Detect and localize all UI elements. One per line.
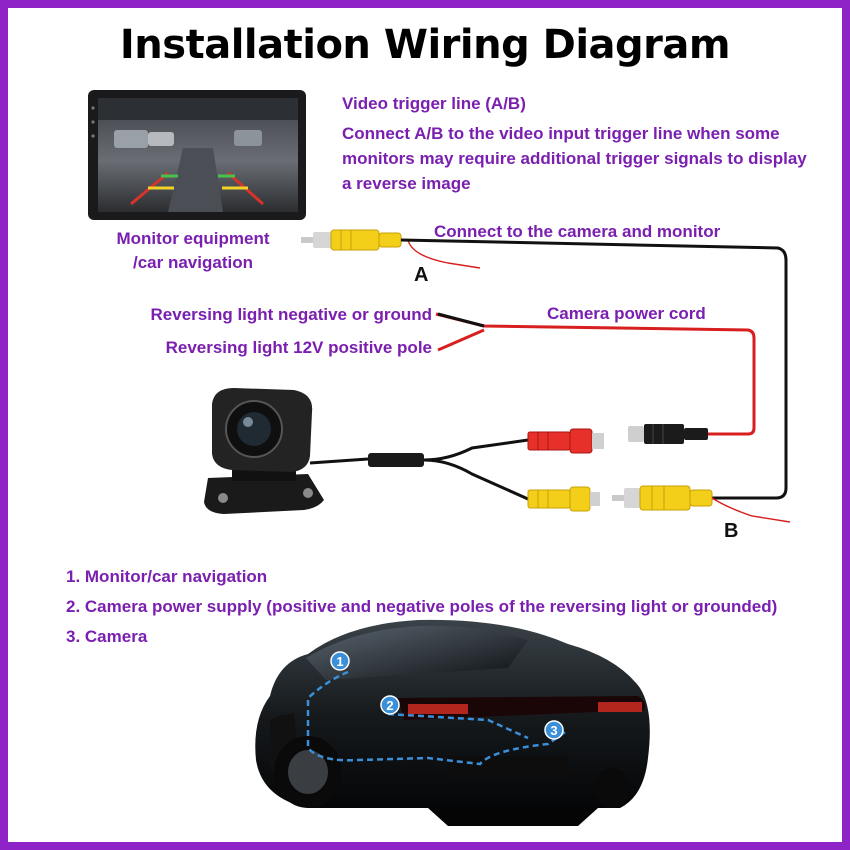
trigger-line-3: a reverse image (342, 174, 471, 193)
reversing-positive-label: Reversing light 12V positive pole (165, 338, 432, 357)
dc-power-plug (628, 424, 708, 444)
trigger-line-1: Connect A/B to the video input trigger l… (342, 124, 780, 143)
legend-item-2: 2. Camera power supply (positive and neg… (66, 597, 778, 616)
legend-item-3: 3. Camera (66, 627, 148, 646)
power-cord-label: Camera power cord (547, 304, 706, 323)
monitor-image (88, 90, 306, 220)
svg-text:1: 1 (336, 654, 343, 669)
legend-item-1: 1. Monitor/car navigation (66, 567, 268, 586)
camera-image (204, 388, 324, 514)
car-marker-2: 2 (380, 695, 400, 715)
page-title: Installation Wiring Diagram (119, 22, 731, 68)
connect-label: Connect to the camera and monitor (434, 222, 721, 241)
wiring-illustration: 1 2 3 (88, 90, 791, 826)
letter-b: B (724, 520, 739, 542)
trigger-line-2: monitors may require additional trigger … (342, 149, 807, 168)
monitor-label-2: /car navigation (133, 253, 253, 272)
rca-connector-a (301, 229, 402, 251)
svg-text:3: 3 (550, 723, 557, 738)
rca-female-yellow (527, 486, 600, 512)
legend: 1. Monitor/car navigation 2. Camera powe… (66, 562, 777, 652)
trigger-heading: Video trigger line (A/B) (342, 94, 526, 113)
svg-text:2: 2 (386, 698, 393, 713)
rca-connector-b (612, 485, 713, 511)
monitor-label-1: Monitor equipment (116, 229, 270, 248)
car-marker-1: 1 (330, 651, 350, 671)
car-image (255, 619, 650, 826)
car-marker-3: 3 (544, 720, 564, 740)
rca-female-red (527, 428, 604, 454)
letter-a: A (414, 264, 429, 286)
reversing-negative-label: Reversing light negative or ground (150, 305, 432, 324)
